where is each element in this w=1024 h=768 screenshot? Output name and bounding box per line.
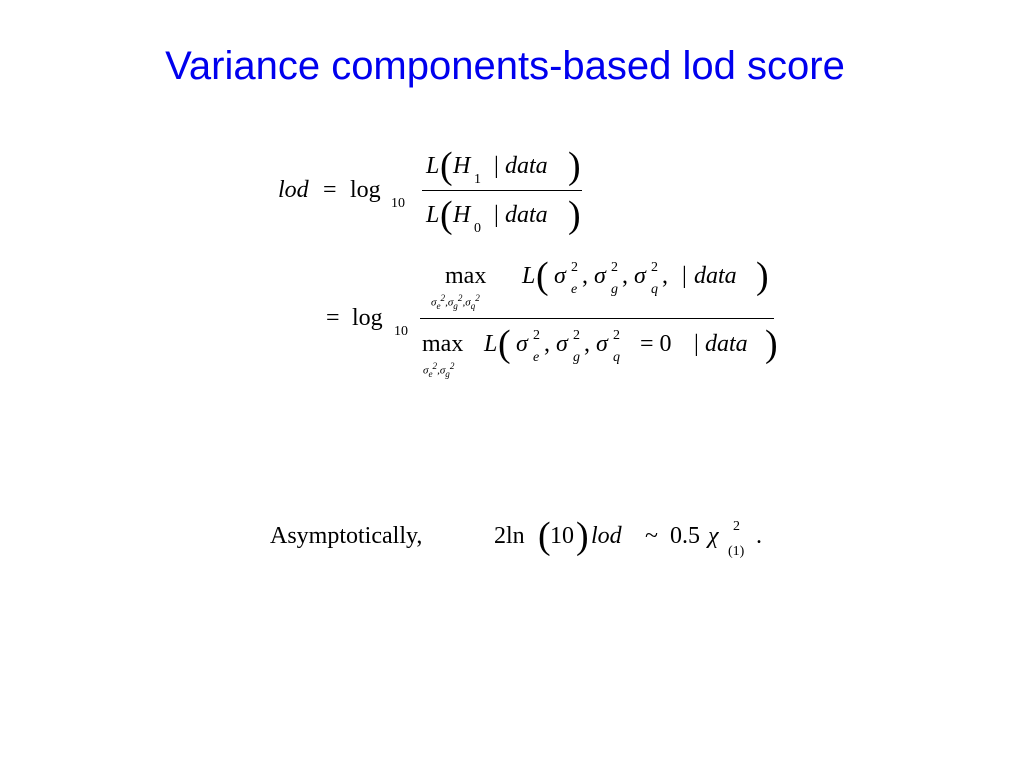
fraction-bar: [420, 318, 774, 319]
log-base: 10: [391, 196, 405, 211]
max-subscript: σe2,σg2,σq2: [431, 293, 480, 311]
log-operator: log: [350, 177, 381, 203]
slide-title: Variance components-based lod score: [165, 44, 845, 88]
log-base: 10: [394, 324, 408, 339]
equals-sign: =: [323, 177, 337, 203]
max-subscript: σe2,σg2: [423, 361, 455, 379]
log-operator: log: [352, 305, 383, 331]
lod-symbol: lod: [278, 177, 309, 203]
asymptotic-label: Asymptotically,: [270, 523, 423, 549]
fraction-bar: [422, 190, 582, 191]
equals-sign: =: [326, 305, 340, 331]
max-operator: max: [445, 263, 487, 289]
chi-symbol: χ: [708, 523, 719, 549]
max-operator: max: [422, 331, 464, 357]
